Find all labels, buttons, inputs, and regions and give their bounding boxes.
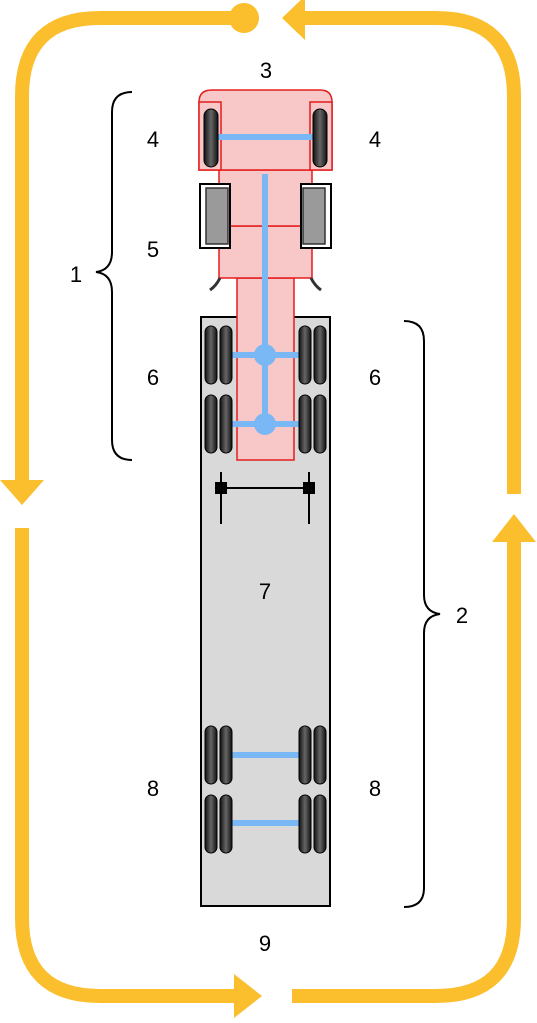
right-upper-arrow-path: [305, 11, 521, 494]
label-drive-left: 6: [147, 365, 159, 390]
landing-gear: [215, 472, 315, 524]
label-tractor-brace: 1: [70, 262, 82, 287]
tractor: [198, 89, 333, 461]
differential-1: [254, 344, 276, 366]
trailer-wheel-rr2: [298, 794, 327, 854]
right-hook-icon: [309, 277, 322, 292]
left-upper-arrow-path: [15, 11, 240, 482]
label-trailer-brace: 2: [456, 603, 468, 628]
front-right-tire: [312, 108, 328, 168]
right-lower-arrow-path: [292, 540, 521, 1003]
arrow-head-left-icon: [282, 0, 305, 40]
label-front-right: 4: [369, 127, 381, 152]
arrow-head-up-icon: [492, 514, 536, 542]
label-rear-right: 8: [369, 776, 381, 801]
label-front-left: 4: [147, 127, 159, 152]
label-top: 3: [260, 58, 272, 83]
trailer-wheel-rl1: [204, 725, 233, 785]
left-lower-arrow-path: [15, 528, 240, 1003]
label-middle: 5: [147, 237, 159, 262]
start-dot-icon: [229, 3, 259, 33]
arrow-head-right-icon: [234, 974, 262, 1018]
label-drive-right: 6: [369, 365, 381, 390]
left-hook-icon: [209, 277, 222, 292]
trailer-wheel-rl2: [204, 794, 233, 854]
front-left-tire: [203, 108, 219, 168]
differential-2: [254, 413, 276, 435]
label-rear-left: 8: [147, 776, 159, 801]
label-bottom: 9: [259, 931, 271, 956]
drive-wheels: [204, 325, 327, 454]
walkaround-arrows: [15, 11, 521, 1003]
label-trailer-body: 7: [259, 579, 271, 604]
trailer-brace: [403, 320, 441, 908]
arrow-head-down-icon: [0, 480, 44, 505]
trailer-rear-axles: [204, 725, 327, 854]
trailer-wheel-rr1: [298, 725, 327, 785]
tractor-brace: [95, 91, 133, 461]
